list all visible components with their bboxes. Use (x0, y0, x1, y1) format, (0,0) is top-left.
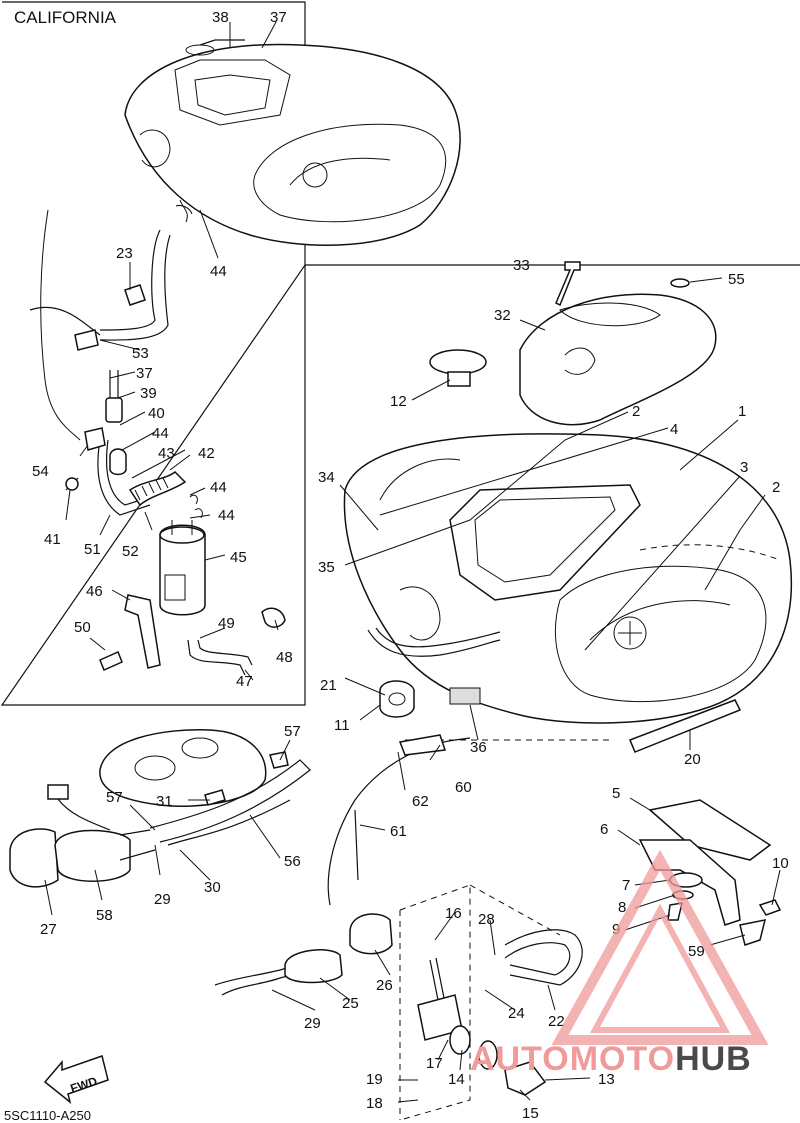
callout-32: 32 (494, 307, 511, 324)
callout-23: 23 (116, 245, 133, 262)
fuel-pump-assembly (9, 729, 311, 888)
callout-39: 39 (140, 385, 157, 402)
callout-44b: 44 (152, 425, 169, 442)
callout-36: 36 (470, 739, 487, 756)
watermark-part2: HUB (675, 1040, 752, 1078)
watermark-part1: AUTOMOTO (470, 1040, 676, 1078)
callout-6: 6 (600, 821, 608, 838)
callout-54: 54 (32, 463, 49, 480)
tank-cover (519, 293, 717, 426)
callout-2b: 2 (772, 479, 780, 496)
callout-60: 60 (455, 779, 472, 796)
cap-plug (670, 278, 690, 288)
callout-38: 38 (212, 9, 229, 26)
callout-35: 35 (318, 559, 335, 576)
callout-56: 56 (284, 853, 301, 870)
callout-28: 28 (478, 911, 495, 928)
callout-37b: 37 (136, 365, 153, 382)
callout-2: 2 (632, 403, 640, 420)
callout-57b: 57 (106, 789, 123, 806)
callout-30: 30 (204, 879, 221, 896)
callout-57: 57 (284, 723, 301, 740)
callout-20: 20 (684, 751, 701, 768)
callout-51: 51 (84, 541, 101, 558)
damper-ring (379, 680, 415, 718)
callout-50: 50 (74, 619, 91, 636)
callout-29b: 29 (304, 1015, 321, 1032)
callout-53: 53 (132, 345, 149, 362)
callout-45: 45 (230, 549, 247, 566)
rubber-strip (629, 699, 742, 753)
callout-47: 47 (236, 673, 253, 690)
callout-13: 13 (598, 1071, 615, 1088)
callout-48: 48 (276, 649, 293, 666)
callout-43: 43 (158, 445, 175, 462)
callout-7: 7 (622, 877, 630, 894)
callout-37: 37 (270, 9, 287, 26)
callout-10: 10 (772, 855, 789, 872)
callout-24: 24 (508, 1005, 525, 1022)
callout-31: 31 (156, 793, 173, 810)
hose-22 (504, 929, 583, 986)
callout-18: 18 (366, 1095, 383, 1112)
callout-11: 11 (334, 717, 350, 734)
callout-22: 22 (548, 1013, 565, 1030)
callout-44c: 44 (210, 479, 227, 496)
fuel-filter (284, 949, 343, 984)
callout-15: 15 (522, 1105, 539, 1122)
callout-44d: 44 (218, 507, 235, 524)
callout-labels: 38 37 44 23 53 37 39 40 44 43 42 44 44 5… (32, 9, 789, 1122)
callout-1: 1 (738, 403, 746, 420)
callout-12: 12 (390, 393, 407, 410)
callout-21: 21 (320, 677, 337, 694)
callout-42: 42 (198, 445, 215, 462)
fwd-arrow: FWD (43, 1055, 109, 1104)
fuel-cap (429, 349, 487, 375)
callout-59: 59 (688, 943, 705, 960)
callout-41: 41 (44, 531, 61, 548)
callout-33: 33 (513, 257, 530, 274)
callout-5: 5 (612, 785, 620, 802)
callout-3: 3 (740, 459, 748, 476)
california-tank (124, 39, 461, 246)
callout-27: 27 (40, 921, 57, 938)
watermark-logo (551, 849, 769, 1045)
callout-52: 52 (122, 543, 139, 560)
callout-14: 14 (448, 1071, 465, 1088)
callout-19: 19 (366, 1071, 383, 1088)
dashed-box (399, 884, 561, 1121)
callout-25: 25 (342, 995, 359, 1012)
watermark-text: AUTOMOTOHUB (470, 1040, 752, 1079)
callout-4: 4 (670, 421, 678, 438)
overflow-hose (367, 629, 501, 657)
callout-44: 44 (210, 263, 227, 280)
callout-8: 8 (618, 899, 626, 916)
screw-33 (555, 261, 581, 307)
main-fuel-tank (343, 433, 793, 724)
mount-bracket (648, 799, 772, 861)
filter-cover (349, 913, 393, 955)
callout-62: 62 (412, 793, 429, 810)
callout-16: 16 (445, 905, 462, 922)
callout-58: 58 (96, 907, 113, 924)
callout-46: 46 (86, 583, 103, 600)
callout-55: 55 (728, 271, 745, 288)
inset-title: CALIFORNIA (14, 8, 117, 27)
callout-34: 34 (318, 469, 335, 486)
diagram-code: 5SC1110-A250 (4, 1108, 91, 1123)
callout-29: 29 (154, 891, 171, 908)
callout-40: 40 (148, 405, 165, 422)
callout-49: 49 (218, 615, 235, 632)
callout-26: 26 (376, 977, 393, 994)
callout-17: 17 (426, 1055, 443, 1072)
inset-hoses (29, 199, 286, 676)
fuel-hose-29 (221, 964, 331, 996)
callout-61: 61 (390, 823, 407, 840)
